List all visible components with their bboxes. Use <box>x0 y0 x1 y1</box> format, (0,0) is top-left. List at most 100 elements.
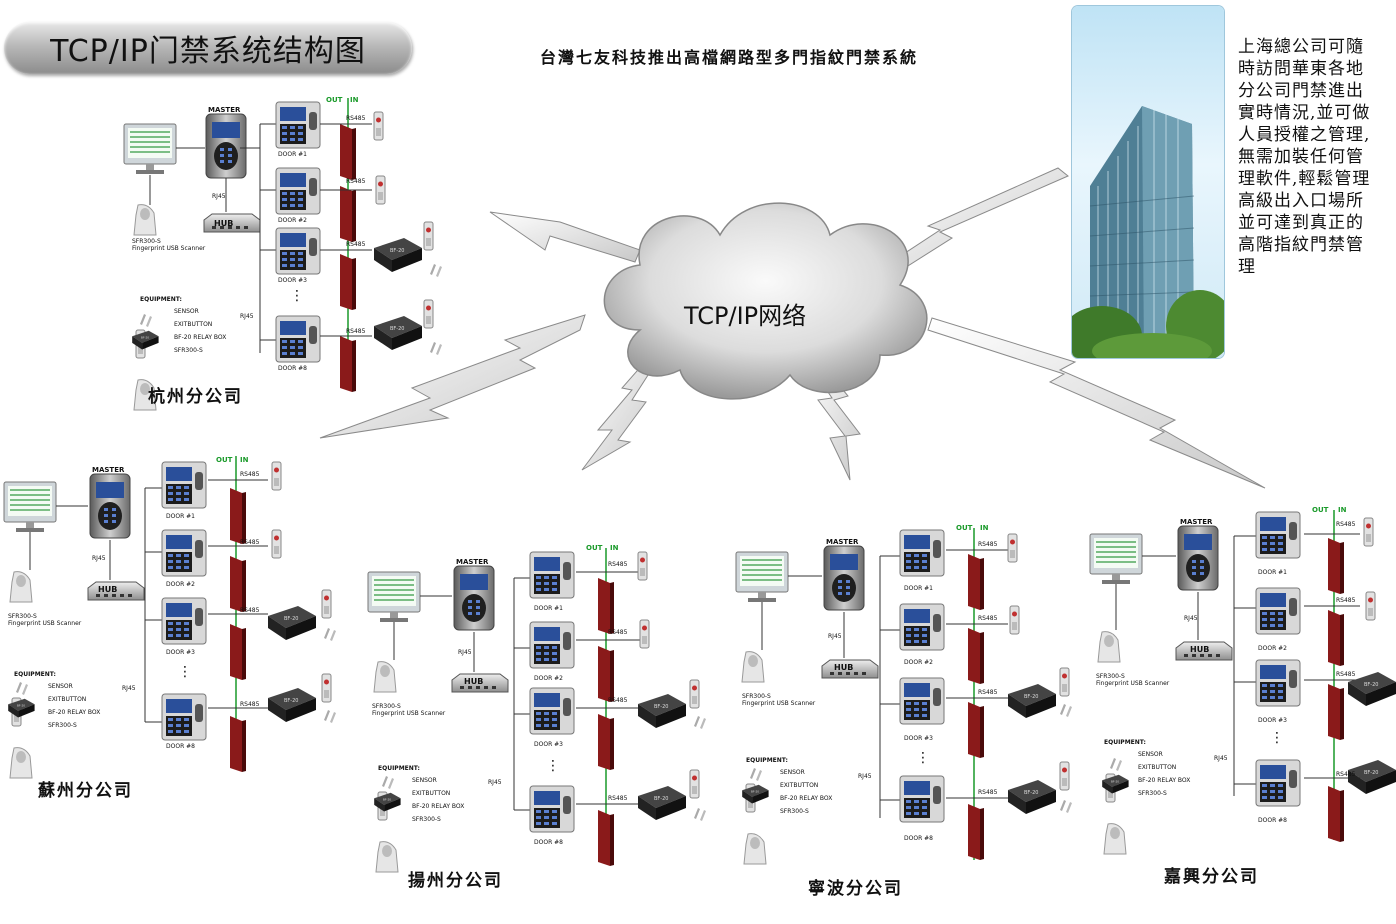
equipment-item-jiaxing-3: BF-20 RELAY BOX <box>1138 777 1190 784</box>
equipment-item-suzhou-2: EXITBUTTON <box>48 696 86 703</box>
lightning-bolt-icon <box>319 167 1266 489</box>
rj45-label-jiaxing: RJ45 <box>1184 615 1198 622</box>
rs485-label-ningbo-2: RS485 <box>978 615 998 622</box>
out-label-ningbo: OUT <box>956 524 973 532</box>
rs485-label-jiaxing-4: RS485 <box>1336 771 1356 778</box>
equipment-item-jiaxing-2: EXITBUTTON <box>1138 764 1176 771</box>
door-label-suzhou-3: DOOR #3 <box>166 649 195 656</box>
equipment-item-jiaxing-1: SENSOR <box>1138 751 1163 758</box>
out-label-yangzhou: OUT <box>586 544 603 552</box>
out-label-jiaxing: OUT <box>1312 506 1329 514</box>
equipment-title-jiaxing: EQUIPMENT: <box>1104 739 1146 746</box>
diagram-title: TCP/IP门禁系统结构图 <box>4 22 412 74</box>
master-label-hangzhou: MASTER <box>208 106 241 114</box>
rj45-label-hangzhou: RJ45 <box>212 193 226 200</box>
scanner-model-label-hangzhou: SFR300-S <box>132 238 161 245</box>
branch-jiaxing <box>1089 510 1396 854</box>
equipment-item-suzhou-4: SFR300-S <box>48 722 77 729</box>
rs485-label-hangzhou-2: RS485 <box>346 178 366 185</box>
headquarters-building-image <box>1072 6 1224 358</box>
door-label-yangzhou-1: DOOR #1 <box>534 605 563 612</box>
door-label-jiaxing-4: DOOR #8 <box>1258 817 1287 824</box>
door-label-ningbo-4: DOOR #8 <box>904 835 933 842</box>
door-label-ningbo-3: DOOR #3 <box>904 735 933 742</box>
equipment-item-hangzhou-2: EXITBUTTON <box>174 321 212 328</box>
door-label-suzhou-4: DOOR #8 <box>166 743 195 750</box>
equipment-title-ningbo: EQUIPMENT: <box>746 757 788 764</box>
scanner-desc-label-jiaxing: Fingerprint USB Scanner <box>1096 680 1170 687</box>
door-label-yangzhou-3: DOOR #3 <box>534 741 563 748</box>
rs485-label-suzhou-2: RS485 <box>240 539 260 546</box>
equipment-item-ningbo-4: SFR300-S <box>780 808 809 815</box>
scanner-desc-label-ningbo: Fingerprint USB Scanner <box>742 700 816 707</box>
equipment-item-ningbo-3: BF-20 RELAY BOX <box>780 795 832 802</box>
scanner-desc-label-hangzhou: Fingerprint USB Scanner <box>132 245 206 252</box>
hub-label-ningbo: HUB <box>834 663 853 672</box>
rs485-label-suzhou-3: RS485 <box>240 607 260 614</box>
rs485-label-ningbo-4: RS485 <box>978 789 998 796</box>
rs485-label-yangzhou-3: RS485 <box>608 697 628 704</box>
rs485-label-yangzhou-1: RS485 <box>608 561 628 568</box>
rj45-bus-label-suzhou: RJ45 <box>122 685 136 692</box>
rj45-label-suzhou: RJ45 <box>92 555 106 562</box>
rs485-label-suzhou-4: RS485 <box>240 701 260 708</box>
door-label-yangzhou-4: DOOR #8 <box>534 839 563 846</box>
equipment-title-suzhou: EQUIPMENT: <box>14 671 56 678</box>
door-label-yangzhou-2: DOOR #2 <box>534 675 563 682</box>
equipment-item-jiaxing-4: SFR300-S <box>1138 790 1167 797</box>
equipment-title-yangzhou: EQUIPMENT: <box>378 765 420 772</box>
equipment-item-yangzhou-3: BF-20 RELAY BOX <box>412 803 464 810</box>
headline: 台灣七友科技推出高檔網路型多門指紋門禁系統 <box>540 48 919 67</box>
branch-label-yangzhou: 揚州分公司 <box>408 871 503 891</box>
scanner-model-label-yangzhou: SFR300-S <box>372 703 401 710</box>
out-label-hangzhou: OUT <box>326 96 343 104</box>
equipment-item-ningbo-1: SENSOR <box>780 769 805 776</box>
rs485-label-ningbo-1: RS485 <box>978 541 998 548</box>
rj45-bus-label-yangzhou: RJ45 <box>488 779 502 786</box>
out-label-suzhou: OUT <box>216 456 233 464</box>
door-label-jiaxing-2: DOOR #2 <box>1258 645 1287 652</box>
rs485-label-hangzhou-4: RS485 <box>346 328 366 335</box>
ellipsis-ningbo: ⋮ <box>916 750 930 766</box>
branch-hangzhou <box>123 98 442 410</box>
cloud-label: TCP/IP网络 <box>684 302 807 330</box>
door-label-jiaxing-1: DOOR #1 <box>1258 569 1287 576</box>
door-label-hangzhou-3: DOOR #3 <box>278 277 307 284</box>
rs485-label-hangzhou-3: RS485 <box>346 241 366 248</box>
rj45-bus-label-ningbo: RJ45 <box>858 773 872 780</box>
hub-label-hangzhou: HUB <box>214 219 233 228</box>
ellipsis-yangzhou: ⋮ <box>546 758 560 774</box>
headquarters-description: 上海總公司可隨時訪問華東各地分公司門禁進出實時情況,並可做人員授權之管理,無需加… <box>1238 37 1371 277</box>
scanner-model-label-ningbo: SFR300-S <box>742 693 771 700</box>
branch-ningbo <box>735 528 1072 864</box>
rs485-label-yangzhou-2: RS485 <box>608 629 628 636</box>
equipment-item-hangzhou-4: SFR300-S <box>174 347 203 354</box>
master-label-ningbo: MASTER <box>826 538 859 546</box>
door-label-suzhou-1: DOOR #1 <box>166 513 195 520</box>
door-label-hangzhou-2: DOOR #2 <box>278 217 307 224</box>
door-label-hangzhou-4: DOOR #8 <box>278 365 307 372</box>
door-label-ningbo-2: DOOR #2 <box>904 659 933 666</box>
rj45-label-ningbo: RJ45 <box>828 633 842 640</box>
in-label-ningbo: IN <box>980 524 989 532</box>
equipment-item-suzhou-3: BF-20 RELAY BOX <box>48 709 100 716</box>
rs485-label-yangzhou-4: RS485 <box>608 795 628 802</box>
hub-label-jiaxing: HUB <box>1190 645 1209 654</box>
ellipsis-suzhou: ⋮ <box>178 664 192 680</box>
rs485-label-jiaxing-1: RS485 <box>1336 521 1356 528</box>
master-label-jiaxing: MASTER <box>1180 518 1213 526</box>
scanner-model-label-jiaxing: SFR300-S <box>1096 673 1125 680</box>
door-label-ningbo-1: DOOR #1 <box>904 585 933 592</box>
door-label-hangzhou-1: DOOR #1 <box>278 151 307 158</box>
rs485-label-ningbo-3: RS485 <box>978 689 998 696</box>
branch-label-suzhou: 蘇州分公司 <box>38 781 133 801</box>
rs485-label-jiaxing-3: RS485 <box>1336 671 1356 678</box>
branch-label-hangzhou: 杭州分公司 <box>148 387 243 407</box>
branch-yangzhou <box>367 548 706 872</box>
in-label-hangzhou: IN <box>350 96 359 104</box>
equipment-item-hangzhou-1: SENSOR <box>174 308 199 315</box>
door-label-jiaxing-3: DOOR #3 <box>1258 717 1287 724</box>
scanner-model-label-suzhou: SFR300-S <box>8 613 37 620</box>
master-label-suzhou: MASTER <box>92 466 125 474</box>
